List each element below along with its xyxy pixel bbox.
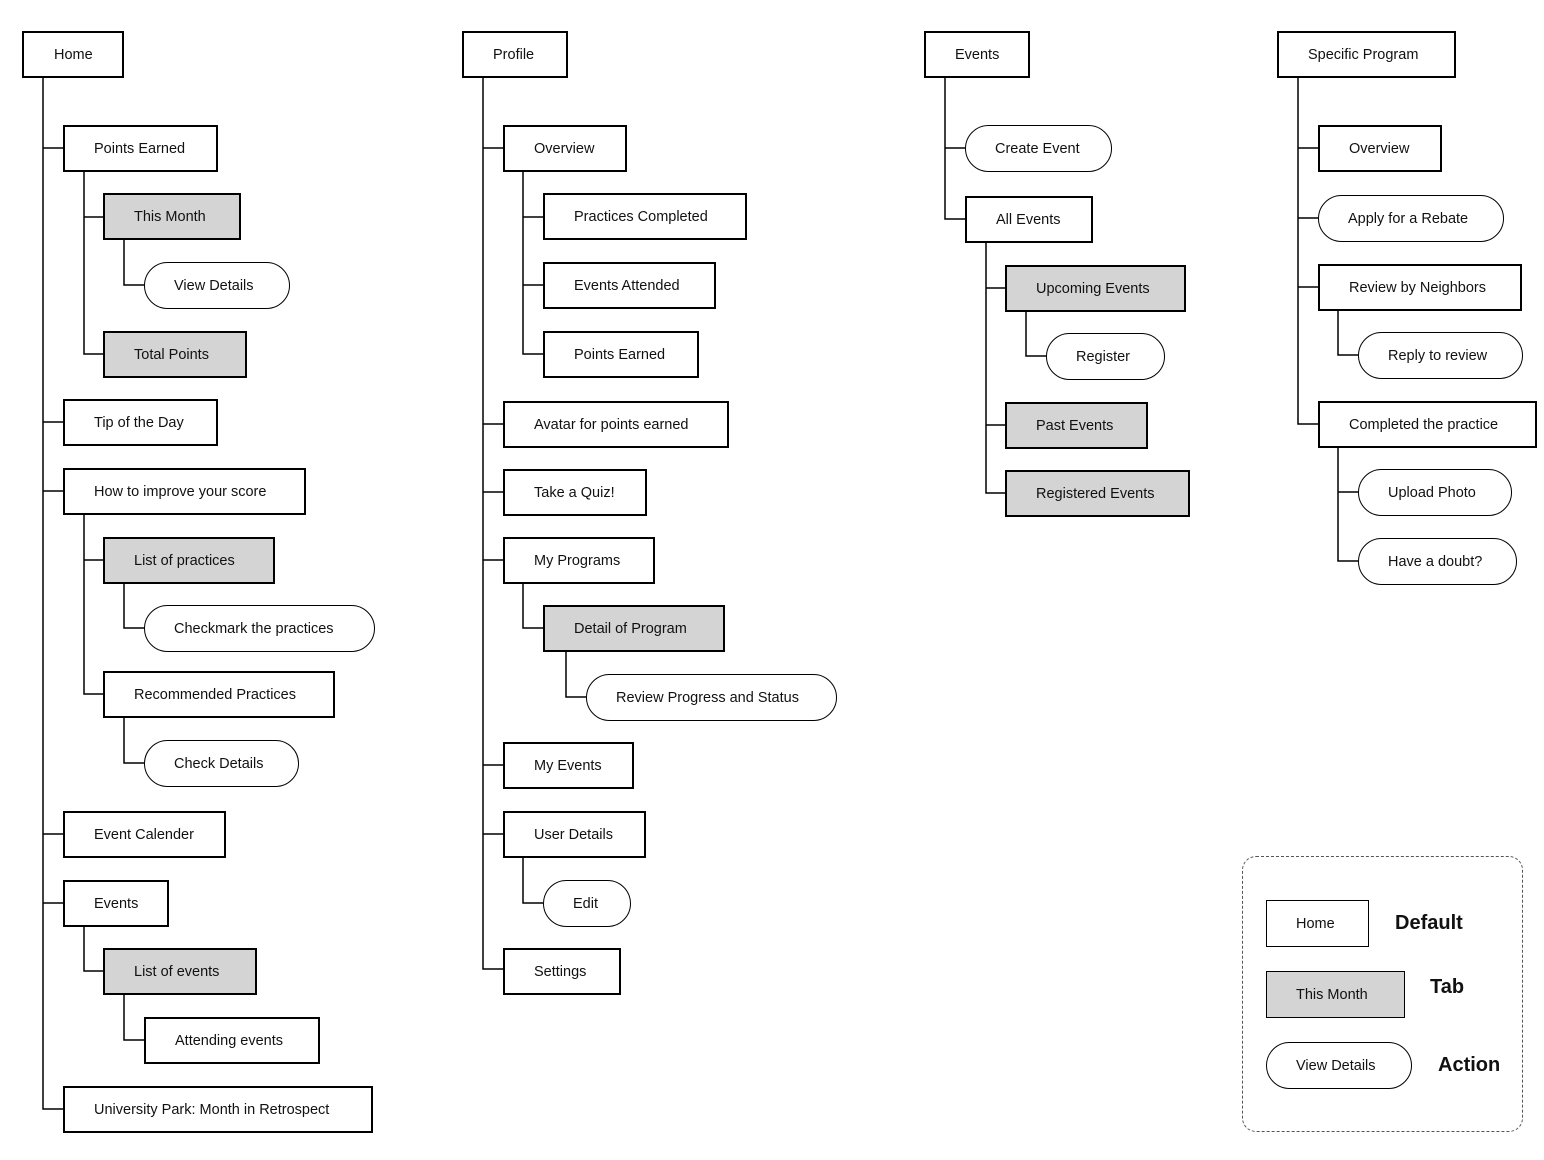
legend-default-sample: Home (1266, 900, 1369, 947)
register-action[interactable]: Register (1046, 333, 1165, 380)
completed-practice-node[interactable]: Completed the practice (1318, 401, 1537, 448)
legend-tab-sample: This Month (1266, 971, 1405, 1018)
registered-events-tab[interactable]: Registered Events (1005, 470, 1190, 517)
have-doubt-action[interactable]: Have a doubt? (1358, 538, 1517, 585)
legend-default-label: Default (1395, 912, 1463, 934)
view-details-action[interactable]: View Details (144, 262, 290, 309)
specific-program-root-node[interactable]: Specific Program (1277, 31, 1456, 78)
points-earned-node[interactable]: Points Earned (63, 125, 218, 172)
detail-of-program-tab[interactable]: Detail of Program (543, 605, 725, 652)
events-node[interactable]: Events (63, 880, 169, 927)
attending-events-node[interactable]: Attending events (144, 1017, 320, 1064)
profile-root-node[interactable]: Profile (462, 31, 568, 78)
past-events-tab[interactable]: Past Events (1005, 402, 1148, 449)
practices-completed-node[interactable]: Practices Completed (543, 193, 747, 240)
legend-tab-label: Tab (1430, 976, 1465, 998)
profile-points-earned-node[interactable]: Points Earned (543, 331, 699, 378)
upload-photo-action[interactable]: Upload Photo (1358, 469, 1512, 516)
event-calender-node[interactable]: Event Calender (63, 811, 226, 858)
improve-score-node[interactable]: How to improve your score (63, 468, 306, 515)
retrospect-node[interactable]: University Park: Month in Retrospect (63, 1086, 373, 1133)
user-details-node[interactable]: User Details (503, 811, 646, 858)
list-of-events-tab[interactable]: List of events (103, 948, 257, 995)
create-event-action[interactable]: Create Event (965, 125, 1112, 172)
this-month-tab[interactable]: This Month (103, 193, 241, 240)
events-attended-node[interactable]: Events Attended (543, 262, 716, 309)
total-points-tab[interactable]: Total Points (103, 331, 247, 378)
all-events-node[interactable]: All Events (965, 196, 1093, 243)
my-programs-node[interactable]: My Programs (503, 537, 655, 584)
settings-node[interactable]: Settings (503, 948, 621, 995)
upcoming-events-tab[interactable]: Upcoming Events (1005, 265, 1186, 312)
home-root-node[interactable]: Home (22, 31, 124, 78)
checkmark-practices-action[interactable]: Checkmark the practices (144, 605, 375, 652)
legend (1242, 856, 1523, 1132)
avatar-node[interactable]: Avatar for points earned (503, 401, 729, 448)
apply-rebate-action[interactable]: Apply for a Rebate (1318, 195, 1504, 242)
recommended-practices-node[interactable]: Recommended Practices (103, 671, 335, 718)
review-progress-action[interactable]: Review Progress and Status (586, 674, 837, 721)
legend-action-label: Action (1438, 1054, 1501, 1076)
quiz-node[interactable]: Take a Quiz! (503, 469, 647, 516)
reply-to-review-action[interactable]: Reply to review (1358, 332, 1523, 379)
review-by-neighbors-node[interactable]: Review by Neighbors (1318, 264, 1522, 311)
tip-of-day-node[interactable]: Tip of the Day (63, 399, 218, 446)
profile-overview-node[interactable]: Overview (503, 125, 627, 172)
events-root-node[interactable]: Events (924, 31, 1030, 78)
check-details-action[interactable]: Check Details (144, 740, 299, 787)
program-overview-node[interactable]: Overview (1318, 125, 1442, 172)
my-events-node[interactable]: My Events (503, 742, 634, 789)
edit-action[interactable]: Edit (543, 880, 631, 927)
list-of-practices-tab[interactable]: List of practices (103, 537, 275, 584)
legend-action-sample: View Details (1266, 1042, 1412, 1089)
